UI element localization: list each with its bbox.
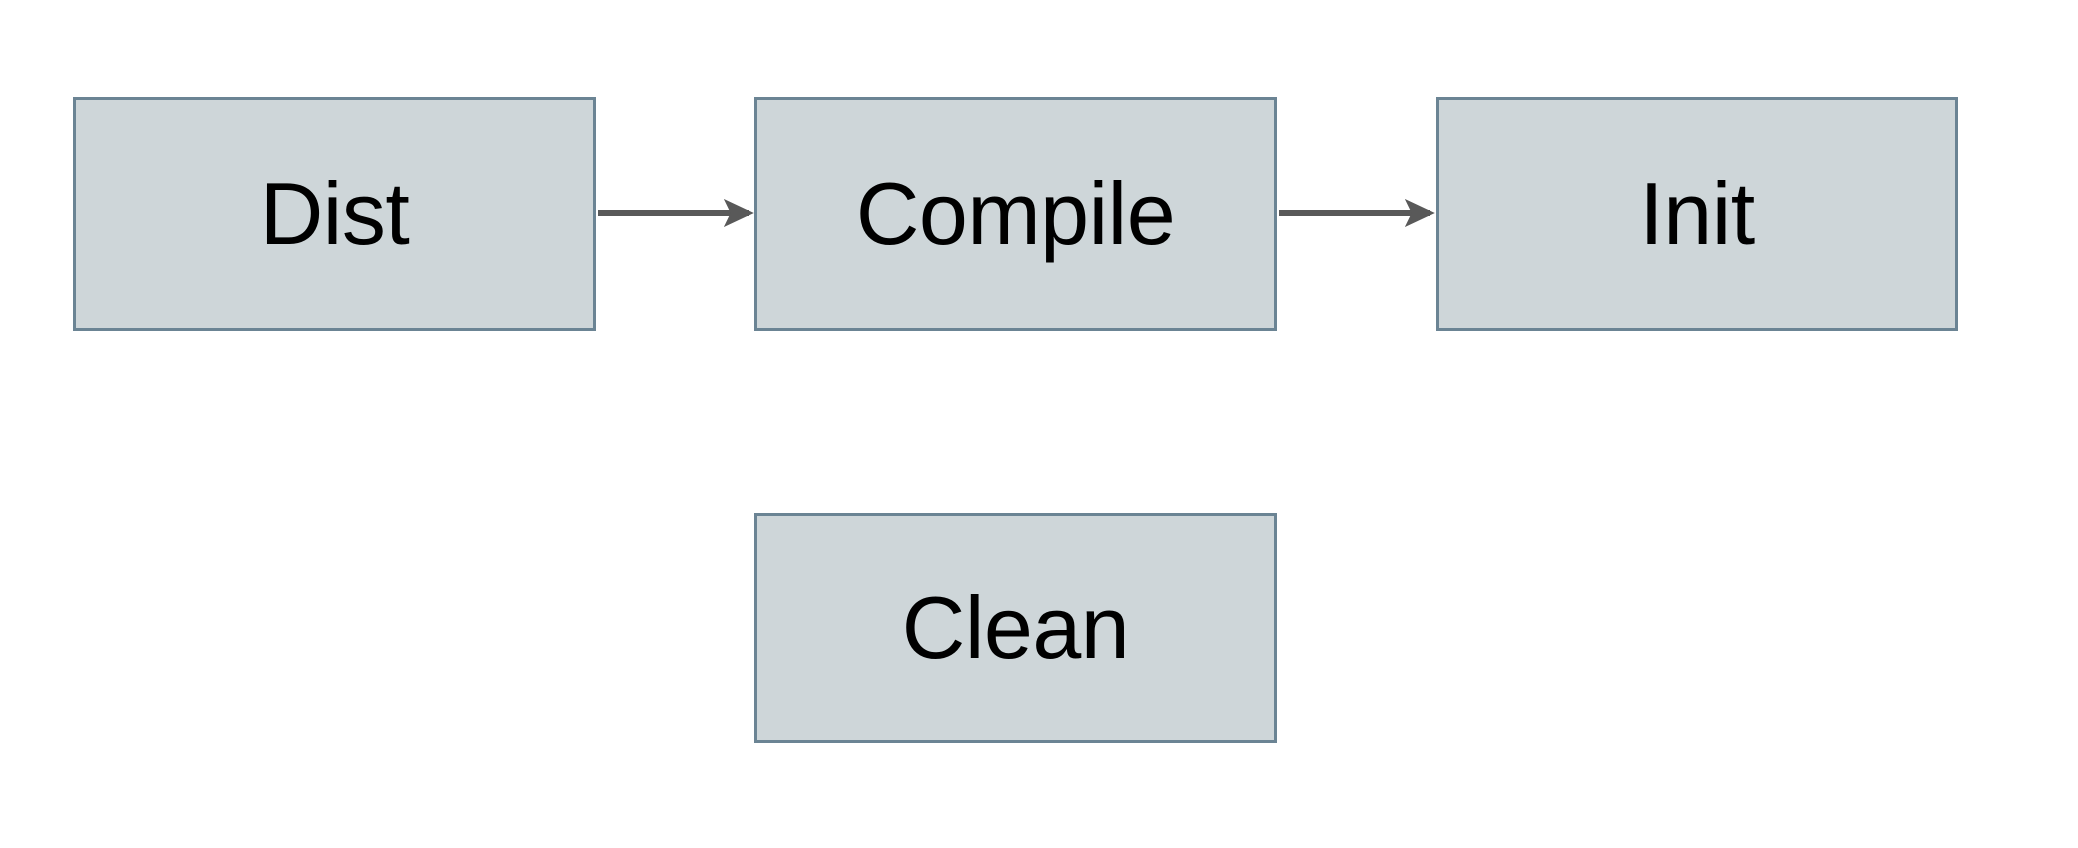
- node-init[interactable]: Init: [1436, 97, 1958, 331]
- node-compile[interactable]: Compile: [754, 97, 1277, 331]
- node-clean-label: Clean: [901, 578, 1130, 677]
- node-dist-label: Dist: [259, 164, 410, 263]
- node-dist[interactable]: Dist: [73, 97, 596, 331]
- node-clean[interactable]: Clean: [754, 513, 1277, 743]
- node-init-label: Init: [1639, 164, 1755, 263]
- node-compile-label: Compile: [855, 164, 1176, 263]
